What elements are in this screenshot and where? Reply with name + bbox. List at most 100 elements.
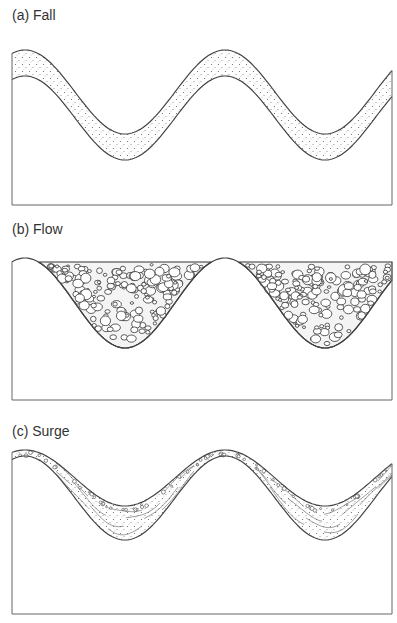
clast <box>385 470 387 472</box>
clast <box>344 305 354 314</box>
ground-surface <box>12 76 392 160</box>
clast <box>146 296 150 299</box>
clast <box>306 504 309 507</box>
clast <box>190 264 199 272</box>
clast <box>131 327 138 333</box>
clast <box>282 302 289 308</box>
clast <box>315 267 320 271</box>
clast <box>256 274 261 277</box>
panel-label: (c) Surge <box>12 424 70 439</box>
clast <box>73 480 77 484</box>
clast <box>256 464 258 466</box>
clast <box>292 495 294 497</box>
clast <box>53 466 56 469</box>
clast <box>311 335 321 343</box>
clast <box>144 269 155 278</box>
clast <box>357 291 366 298</box>
clast <box>97 268 103 274</box>
clast <box>143 296 153 303</box>
clast <box>130 272 141 281</box>
clast <box>87 270 91 273</box>
clast <box>91 316 97 321</box>
clast <box>116 311 126 320</box>
lamination <box>56 463 392 514</box>
clast <box>351 298 359 306</box>
clast <box>343 289 352 296</box>
deposit-surface <box>12 50 392 134</box>
clast <box>116 270 122 275</box>
clast <box>295 286 299 289</box>
ground-surface <box>12 456 392 540</box>
clast <box>171 485 173 487</box>
clast <box>162 275 171 282</box>
clast <box>302 326 305 329</box>
clast <box>150 264 153 266</box>
clast <box>172 290 177 295</box>
surge-deposit <box>12 450 392 540</box>
clast <box>280 292 289 300</box>
clast <box>145 326 151 330</box>
clast <box>272 479 274 481</box>
clast <box>326 326 330 329</box>
clast <box>99 501 102 504</box>
clast <box>165 304 170 309</box>
clast <box>262 275 267 280</box>
clast <box>345 265 350 269</box>
clast <box>81 273 91 283</box>
clast <box>358 278 367 285</box>
clast <box>356 495 360 499</box>
clast <box>298 315 308 323</box>
clast <box>161 490 165 494</box>
clast <box>142 282 146 286</box>
clast <box>321 299 331 306</box>
clast <box>141 289 147 294</box>
clast <box>153 322 156 325</box>
clast <box>135 307 142 314</box>
clast <box>122 508 124 510</box>
clast <box>378 290 382 293</box>
clast <box>297 296 302 300</box>
clast <box>355 495 359 499</box>
clast <box>106 506 108 508</box>
clast <box>134 315 143 322</box>
clast <box>275 272 282 277</box>
clast <box>385 276 389 279</box>
clast <box>108 284 116 291</box>
clast <box>360 264 371 275</box>
fall-deposit <box>12 50 392 160</box>
clast <box>44 459 47 462</box>
clast <box>329 278 332 281</box>
clast <box>255 467 257 469</box>
clast <box>295 324 298 327</box>
clast <box>347 330 351 333</box>
clast <box>140 505 143 508</box>
clast <box>341 272 351 280</box>
clast <box>337 305 344 310</box>
clast <box>134 508 138 512</box>
clast <box>319 313 323 317</box>
clast <box>277 484 280 487</box>
clast <box>309 306 319 314</box>
flow-deposit <box>239 262 392 348</box>
clast <box>107 283 114 288</box>
clast <box>136 509 138 511</box>
clast <box>204 457 207 460</box>
clast <box>88 492 90 494</box>
section-frame <box>12 262 392 400</box>
clast <box>267 283 276 290</box>
clast <box>320 508 322 510</box>
clast <box>302 299 309 305</box>
clast <box>324 341 330 345</box>
clast <box>174 282 177 285</box>
clast <box>334 332 342 338</box>
clast <box>315 326 319 329</box>
clast <box>130 302 133 305</box>
clast <box>368 301 374 305</box>
clast <box>257 270 262 274</box>
clast <box>127 335 137 342</box>
clast <box>314 509 316 511</box>
ground-surface <box>12 258 392 348</box>
clast <box>141 504 143 506</box>
clast <box>276 265 280 269</box>
